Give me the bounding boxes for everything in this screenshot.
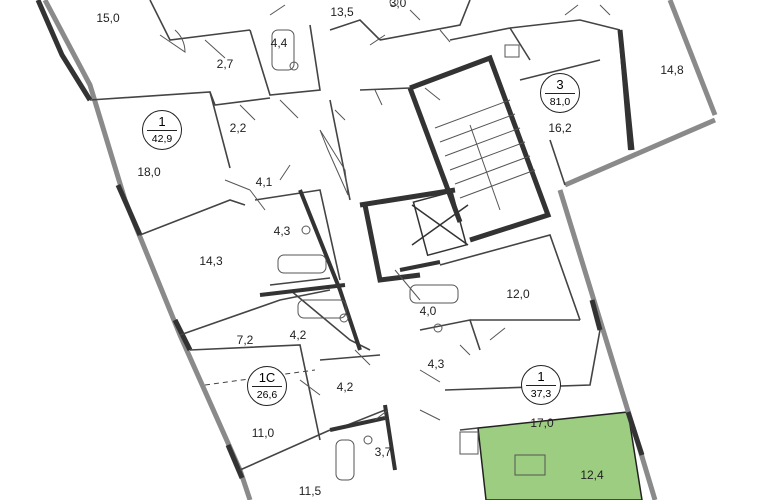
stair-steps <box>434 99 536 211</box>
room-area-label: 4,0 <box>419 304 437 318</box>
room-area-label: 13,5 <box>330 5 354 19</box>
unit-area: 81,0 <box>549 96 571 108</box>
room-area-label: 4,4 <box>270 36 288 50</box>
room-area-label: 3,0 <box>389 0 407 10</box>
unit-rooms: 1 <box>158 114 166 129</box>
stair-core <box>359 54 552 283</box>
room-area-label: 11,5 <box>298 484 322 498</box>
bathroom-fixtures <box>271 0 546 481</box>
highlighted-balcony[interactable] <box>477 411 643 500</box>
wall-left-top <box>35 0 93 102</box>
room-area-label: 12,0 <box>506 287 530 301</box>
room-area-label: 2,7 <box>216 57 234 71</box>
unit-rooms: 3 <box>556 77 564 92</box>
room-area-label: 11,0 <box>251 426 275 440</box>
room-area-label: 4,3 <box>273 224 291 238</box>
room-area-label: 15,0 <box>96 11 120 25</box>
wall-right-low <box>625 411 645 456</box>
room-area-label: 16,2 <box>548 121 572 135</box>
wall-left-low <box>225 444 245 479</box>
room-area-label: 7,2 <box>236 333 254 347</box>
unit-badge-u1c[interactable]: 1C 26,6 <box>247 366 287 406</box>
unit-area: 42,9 <box>151 133 173 145</box>
room-area-label: 12,4 <box>580 468 604 482</box>
room-area-label: 18,0 <box>137 165 161 179</box>
room-area-label: 17,0 <box>530 416 554 430</box>
unit-area: 37,3 <box>530 388 552 400</box>
unit-badge-u3[interactable]: 3 81,0 <box>540 73 580 113</box>
room-area-label: 14,3 <box>199 254 223 268</box>
unit-area: 26,6 <box>256 389 278 401</box>
unit-badge-u1-right[interactable]: 1 37,3 <box>521 365 561 405</box>
room-area-label: 4,2 <box>336 380 354 394</box>
room-area-label: 3,7 <box>374 445 392 459</box>
window-right-top <box>667 0 718 116</box>
room-area-label: 2,2 <box>229 121 247 135</box>
window-right-bottom <box>557 189 658 500</box>
unit-badge-u1-top[interactable]: 1 42,9 <box>142 110 182 150</box>
unit-rooms: 1 <box>537 369 545 384</box>
window-balcony-top <box>564 117 716 188</box>
elevator-shaft <box>411 190 469 257</box>
wall-left-bot <box>172 318 193 352</box>
wall-left-mid <box>115 183 143 237</box>
room-area-label: 14,8 <box>660 63 684 77</box>
room-area-label: 4,2 <box>289 328 307 342</box>
unit-rooms: 1C <box>258 370 276 385</box>
room-area-label: 4,1 <box>255 175 273 189</box>
dark-partitions <box>259 29 632 471</box>
room-area-label: 4,3 <box>427 357 445 371</box>
door-swings <box>159 4 611 421</box>
wall-right-mid <box>589 299 603 331</box>
